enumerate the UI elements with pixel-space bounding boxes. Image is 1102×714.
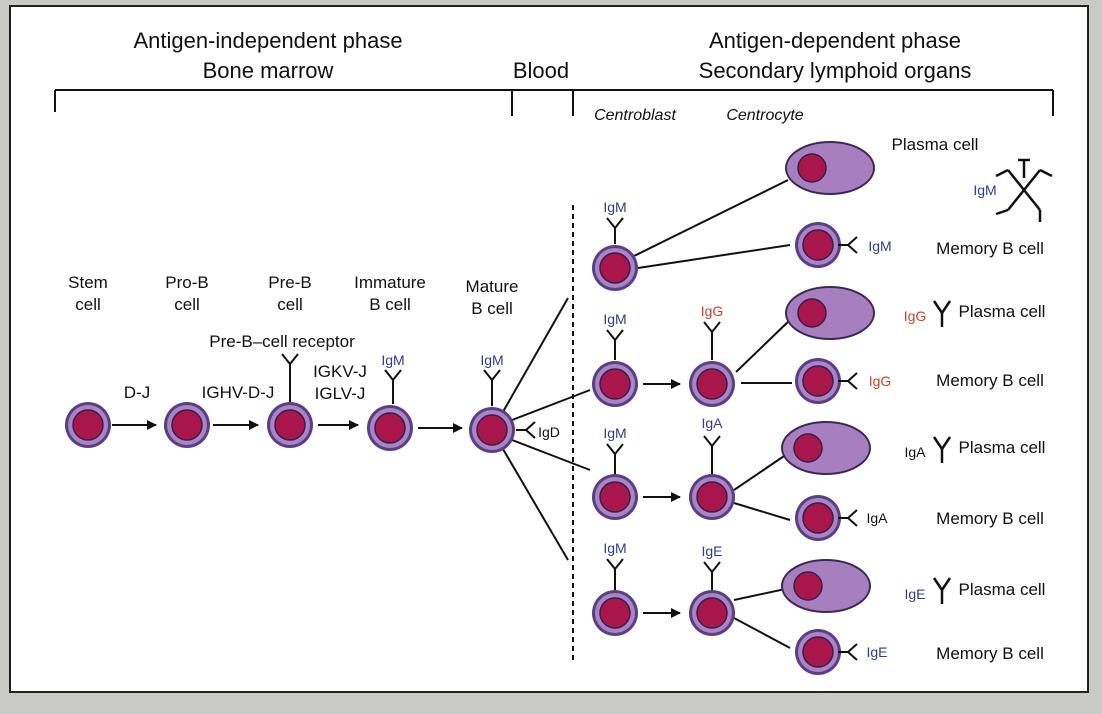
igd-label: IgD	[538, 424, 560, 440]
igm-label-cb1: IgM	[603, 199, 626, 215]
plasma-cell	[781, 559, 871, 613]
blood-title: Blood	[513, 58, 569, 83]
igm-label-pentamer: IgM	[973, 182, 996, 198]
memory-b-cell-label: Memory B cell	[936, 371, 1044, 390]
mature-cell-branches	[499, 297, 591, 561]
mature-b-cell	[469, 407, 515, 453]
antibody-receptor-icon	[516, 421, 536, 439]
ige-label-plasma: IgE	[904, 586, 925, 602]
stage-label-immature: Immature	[354, 273, 426, 292]
memory-b-cell-label: Memory B cell	[936, 509, 1044, 528]
memory-b-cell	[795, 222, 841, 268]
stage-label-stem: cell	[75, 295, 101, 314]
stage-label-mature: Mature	[466, 277, 519, 296]
centroblast-cell	[592, 245, 638, 291]
centrocyte-cell	[689, 590, 735, 636]
igm-pentamer-icon	[995, 158, 1053, 222]
stage-label-pro-b: cell	[174, 295, 200, 314]
antibody-receptor-icon	[483, 369, 501, 406]
antibody-receptor-icon	[838, 372, 858, 390]
igg-label-cc: IgG	[701, 303, 724, 319]
ige-label-memory: IgE	[866, 644, 887, 660]
centroblast-cell	[592, 590, 638, 636]
antibody-receptor-icon	[384, 369, 402, 404]
antibody-receptor-icon	[703, 561, 721, 590]
centroblast-label: Centroblast	[594, 107, 676, 124]
pre-bcr-label: Pre-B–cell receptor	[209, 332, 355, 351]
antibody-receptor-icon	[606, 217, 624, 244]
antibody-receptor-icon	[703, 321, 721, 360]
header-bracket	[54, 89, 1054, 116]
step-label-iglv: IGLV-J	[315, 384, 366, 403]
class-switch-arrows	[643, 379, 681, 618]
igm-label-pre-bcr: IgM	[381, 352, 404, 368]
centroblast-cell	[592, 361, 638, 407]
antibody-receptor-icon	[606, 329, 624, 360]
step-label-vdj: IGHV-D-J	[202, 383, 275, 402]
memory-b-cell-label: Memory B cell	[936, 644, 1044, 663]
centrocyte-cell	[689, 474, 735, 520]
antibody-receptor-icon	[703, 435, 721, 474]
stage-label-immature: B cell	[369, 295, 411, 314]
secreted-antibody-icon	[932, 300, 952, 327]
stem-cell	[65, 402, 111, 448]
memory-b-cell	[795, 358, 841, 404]
memory-b-cell-label: Memory B cell	[936, 239, 1044, 258]
antibody-receptor-icon	[606, 443, 624, 474]
centroblast-cell	[592, 474, 638, 520]
memory-b-cell	[795, 629, 841, 675]
immature-b-cell	[367, 405, 413, 451]
plasma-cell-label: Plasma cell	[959, 438, 1046, 457]
bone-marrow-title: Bone marrow	[203, 58, 334, 83]
germinal-center-branches	[629, 179, 793, 649]
iga-label-cc: IgA	[701, 415, 723, 431]
iga-label-memory: IgA	[866, 510, 888, 526]
ige-label-cc: IgE	[701, 543, 722, 559]
memory-b-cell	[795, 495, 841, 541]
step-label-dj: D-J	[124, 383, 150, 402]
centrocyte-label: Centrocyte	[726, 107, 803, 124]
pre-b-cell	[267, 402, 313, 448]
secreted-antibody-icon	[932, 577, 952, 604]
secreted-antibody-icon	[932, 436, 952, 463]
igm-label-mature: IgM	[480, 352, 503, 368]
plasma-cell	[785, 141, 875, 195]
antibody-receptor-icon	[838, 236, 858, 254]
secondary-lymphoid-title: Secondary lymphoid organs	[699, 58, 972, 83]
dependent-phase-title: Antigen-dependent phase	[709, 28, 961, 53]
igg-label-plasma: IgG	[904, 308, 927, 324]
stage-label-pre-b: Pre-B	[268, 273, 311, 292]
iga-label-plasma: IgA	[904, 444, 926, 460]
antibody-receptor-icon	[606, 558, 624, 590]
step-label-igkv: IGKV-J	[313, 362, 367, 381]
plasma-cell	[785, 286, 875, 340]
plasma-cell	[781, 421, 871, 475]
igm-label-cb2: IgM	[603, 311, 626, 327]
igm-label-cb4: IgM	[603, 540, 626, 556]
antibody-receptor-icon	[838, 643, 858, 661]
antibody-receptor-icon	[281, 353, 299, 402]
stage-label-pre-b: cell	[277, 295, 303, 314]
plasma-cell-label: Plasma cell	[892, 135, 979, 154]
independent-phase-title: Antigen-independent phase	[133, 28, 402, 53]
plasma-cell-label: Plasma cell	[959, 580, 1046, 599]
igg-label-memory: IgG	[869, 373, 892, 389]
plasma-cell-label: Plasma cell	[959, 302, 1046, 321]
centrocyte-cell	[689, 361, 735, 407]
pro-b-cell	[164, 402, 210, 448]
development-arrows	[112, 420, 463, 433]
igm-label-cb3: IgM	[603, 425, 626, 441]
stage-label-mature: B cell	[471, 299, 513, 318]
igm-label-memory: IgM	[868, 238, 891, 254]
stage-label-pro-b: Pro-B	[165, 273, 208, 292]
antibody-receptor-icon	[838, 509, 858, 527]
diagram-frame	[9, 5, 1089, 693]
stage-label-stem: Stem	[68, 273, 108, 292]
